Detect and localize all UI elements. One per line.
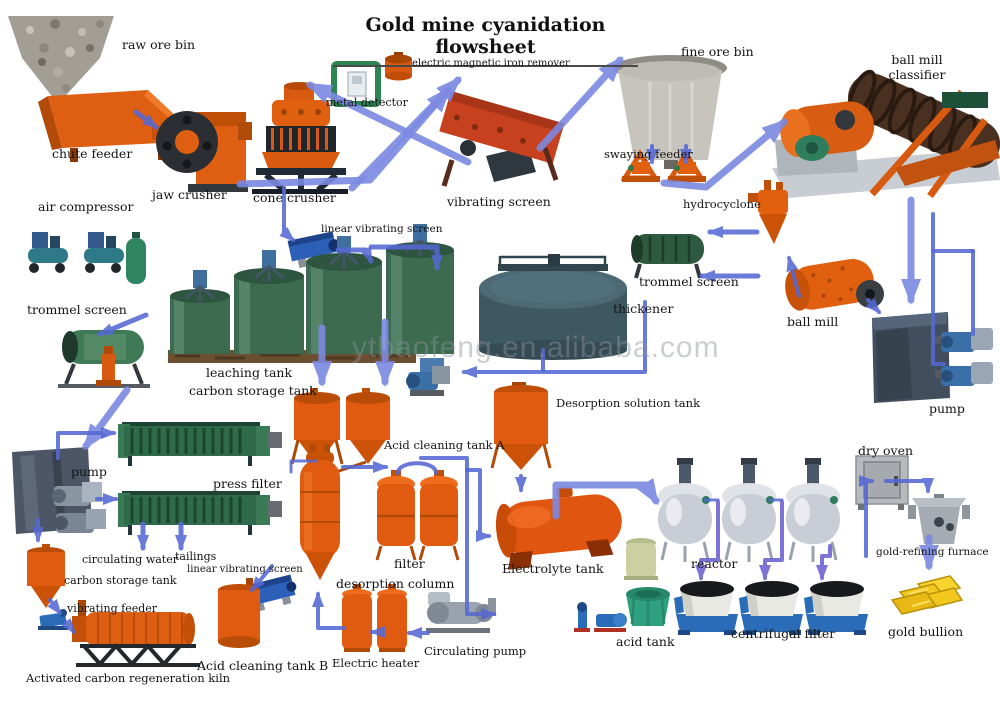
label-press-filter: press filter <box>213 476 282 491</box>
desorption-solution-tank-illustration <box>490 382 552 470</box>
label-trommel-screen-right: trommel screen <box>639 274 739 289</box>
acid-cleaning-tank-b-illustration <box>218 578 260 648</box>
reactors-illustration <box>658 458 840 562</box>
filters-illustration <box>375 470 460 561</box>
swaying-feeder-2-illustration <box>666 149 706 182</box>
label-dry-oven: dry oven <box>858 443 914 458</box>
label-air-compressor: air compressor <box>38 199 134 214</box>
label-fine-ore-bin: fine ore bin <box>681 44 754 59</box>
gold-bullion-illustration <box>890 575 964 615</box>
trommel-screen-left-illustration <box>58 330 150 388</box>
air-compressor-2-illustration <box>84 232 124 273</box>
dosing-pumps-illustration <box>574 602 627 632</box>
label-linear-vibrating-screen-bottom: linear vibrating screen <box>187 564 303 575</box>
label-reactor: reactor <box>691 556 738 571</box>
page-title: Gold mine cyanidation flowsheet <box>333 14 638 67</box>
fine-ore-bin-illustration <box>613 55 727 169</box>
label-carbon-storage-tank: carbon storage tank <box>189 383 317 398</box>
press-filter-1-illustration <box>118 422 282 466</box>
fiberglass-tank-illustration <box>624 538 658 580</box>
metal-detector-illustration <box>331 61 381 107</box>
label-activated-carbon-regeneration-kiln: Activated carbon regeneration kiln <box>26 671 231 685</box>
press-filter-2-illustration <box>118 491 282 535</box>
label-acid-cleaning-tank-b: Acid cleaning tank B <box>197 658 329 673</box>
label-vibrating-feeder: vibrating feeder <box>67 602 158 615</box>
trommel-screen-right-illustration <box>631 234 704 279</box>
label-jaw-crusher: jaw crusher <box>152 187 227 202</box>
carbon-storage-tank-left-illustration <box>27 544 65 608</box>
label-raw-ore-bin: raw ore bin <box>122 37 196 52</box>
label-swaying-feeder: swaying feeder <box>604 147 693 161</box>
label-carbon-storage-tank-left: carbon storage tank <box>64 574 177 587</box>
label-acid-tank: acid tank <box>616 634 675 649</box>
label-linear-vibrating-screen-top: linear vibrating screen <box>321 223 443 235</box>
electrolyte-tank-illustration <box>495 486 622 570</box>
label-tailings: tailings <box>175 550 217 563</box>
label-desorption-column: desorption column <box>336 576 455 591</box>
vibrating-screen-illustration <box>439 90 565 187</box>
label-leaching-tank: leaching tank <box>206 365 293 380</box>
gold-refining-furnace-illustration <box>908 494 970 544</box>
label-ball-mill: ball mill <box>787 314 839 329</box>
label-desorption-solution-tank: Desorption solution tank <box>556 396 701 410</box>
label-circulating-water: circulating water <box>82 553 178 566</box>
label-thickener: thickener <box>613 301 674 316</box>
vibrating-feeder-illustration <box>38 609 68 630</box>
desorption-column-illustration <box>300 444 340 580</box>
air-receiver-tank-illustration <box>126 232 146 284</box>
label-vibrating-screen: vibrating screen <box>447 194 551 209</box>
label-hydrocyclone: hydrocyclone <box>683 197 761 211</box>
acid-tank-illustration <box>626 587 670 626</box>
label-cone-crusher: cone crusher <box>253 190 336 205</box>
label-metal-detector: metal detector <box>326 96 408 109</box>
regeneration-kiln-illustration <box>72 600 200 668</box>
swaying-feeder-1-illustration <box>620 149 660 182</box>
label-pump-left: pump <box>71 464 107 479</box>
jaw-crusher-illustration <box>156 111 252 192</box>
pump-station-left-illustration <box>12 447 106 534</box>
raw-ore-pile-illustration <box>8 16 114 104</box>
mid-pumps-illustration <box>406 358 450 396</box>
centrifugal-filters-illustration <box>674 581 868 635</box>
label-ball-mill-classifier: ball mill classifier <box>888 52 946 82</box>
label-circulating-pump: Circulating pump <box>424 644 527 658</box>
label-trommel-screen-left: trommel screen <box>27 302 127 317</box>
label-iron-remover: electric magnetic iron remover <box>412 58 570 69</box>
hydrocyclone-illustration <box>748 180 788 244</box>
label-gold-bullion: gold bullion <box>888 624 964 639</box>
label-electrolyte-tank: Electrolyte tank <box>502 561 604 576</box>
iron-remover-illustration <box>385 52 412 81</box>
label-centrifugal-filter: centrifugal filter <box>731 626 836 641</box>
label-pump-right: pump <box>929 401 965 416</box>
label-chute-feeder: chute feeder <box>52 146 133 161</box>
label-gold-refining-furnace: gold-refining furnace <box>876 546 989 558</box>
air-compressor-1-illustration <box>28 232 68 273</box>
ball-mill-classifier-illustration <box>772 69 1000 199</box>
label-filter: filter <box>394 556 425 571</box>
electric-heaters-illustration <box>342 584 407 652</box>
flow-arrows <box>32 56 975 639</box>
watermark: ytbaofeng.en.alibaba.com <box>352 331 720 364</box>
thickener-illustration <box>479 254 627 360</box>
label-electric-heater: Electric heater <box>332 656 420 670</box>
pump-station-right-illustration <box>872 312 993 403</box>
label-acid-cleaning-tank-a: Acid cleaning tank A <box>384 438 505 452</box>
